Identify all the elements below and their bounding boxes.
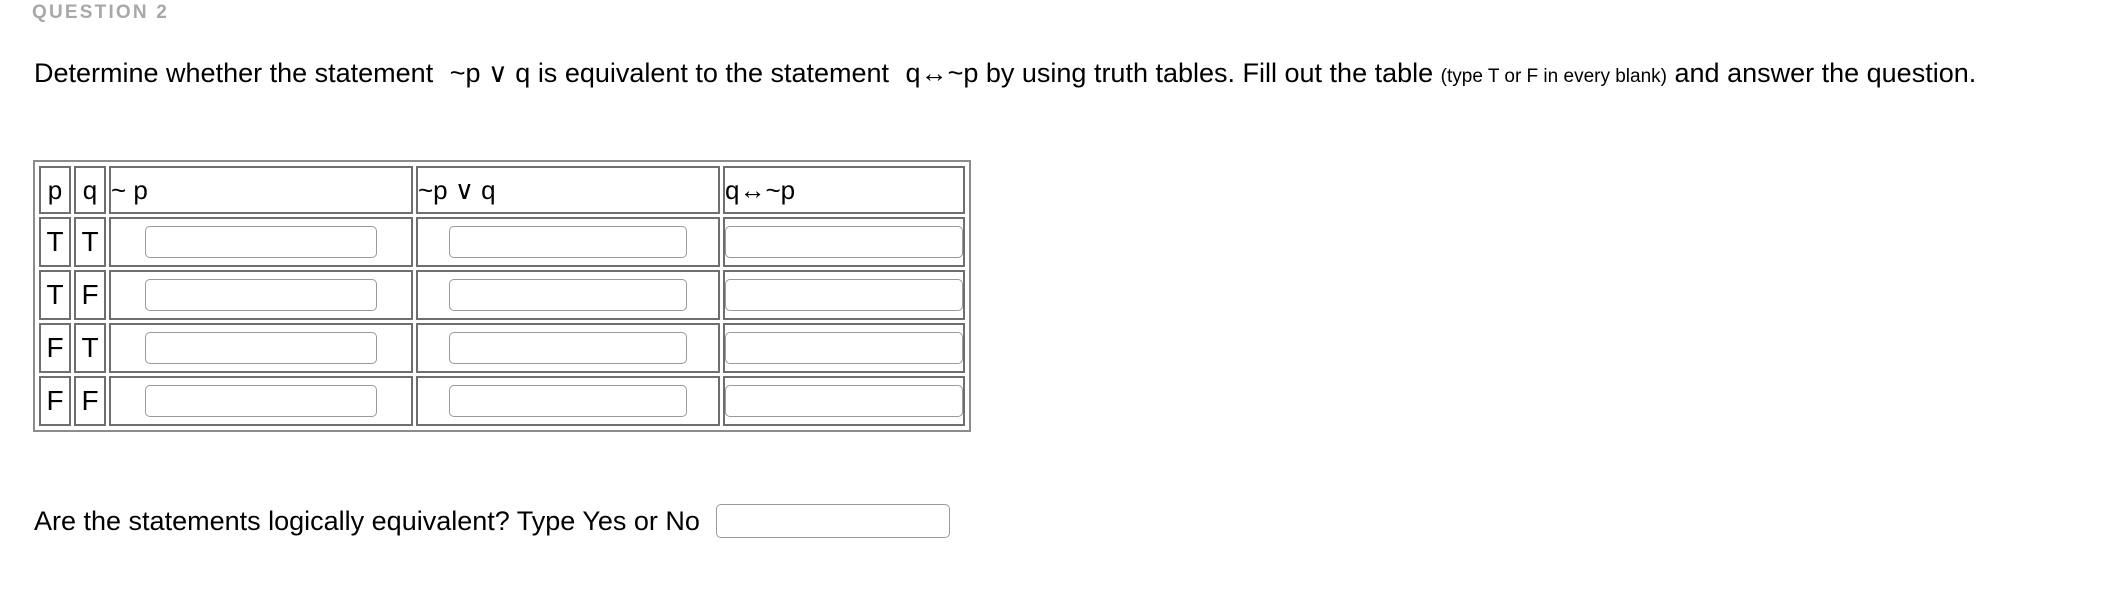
input-not-p-row-3[interactable]: [145, 332, 377, 364]
header-cell-p: p: [39, 166, 71, 214]
input-or-row-3[interactable]: [449, 332, 687, 364]
prompt-part-2: is equivalent to the statement: [537, 58, 890, 88]
truth-table-container: p q ~ p ~p ∨ q q↔~p T T: [33, 160, 971, 432]
cell-not-p-input: [109, 376, 413, 426]
cell-or-input: [416, 376, 720, 426]
prompt-expression-1: ~p ∨ q: [449, 58, 531, 88]
truth-table: p q ~ p ~p ∨ q q↔~p T T: [33, 160, 971, 432]
cell-or-input: [416, 270, 720, 320]
cell-not-p-input: [109, 270, 413, 320]
cell-p-value: T: [39, 270, 71, 320]
cell-or-input: [416, 323, 720, 373]
input-not-p-row-2[interactable]: [145, 279, 377, 311]
cell-biconditional-input: [723, 270, 965, 320]
cell-q-value: F: [74, 376, 106, 426]
input-or-row-2[interactable]: [449, 279, 687, 311]
input-not-p-row-4[interactable]: [145, 385, 377, 417]
cell-q-value: F: [74, 270, 106, 320]
header-cell-q: q: [74, 166, 106, 214]
input-or-row-1[interactable]: [449, 226, 687, 258]
final-answer-input[interactable]: [715, 504, 950, 538]
prompt-part-1: Determine whether the statement: [34, 58, 434, 88]
input-biconditional-row-1[interactable]: [725, 226, 963, 258]
header-cell-not-p: ~ p: [109, 166, 413, 214]
cell-not-p-input: [109, 323, 413, 373]
table-row: F T: [39, 323, 965, 373]
input-or-row-4[interactable]: [449, 385, 687, 417]
prompt-part-3: by using truth tables. Fill out the tabl…: [985, 58, 1434, 88]
table-row: T T: [39, 217, 965, 267]
header-cell-or: ~p ∨ q: [416, 166, 720, 214]
cell-q-value: T: [74, 323, 106, 373]
final-question-label: Are the statements logically equivalent?…: [34, 505, 700, 536]
final-question-row: Are the statements logically equivalent?…: [34, 504, 950, 538]
question-header: QUESTION 2: [32, 2, 170, 23]
prompt-part-4: and answer the question.: [1674, 58, 1977, 88]
cell-biconditional-input: [723, 376, 965, 426]
prompt-expression-2: q↔~p: [905, 58, 979, 88]
input-biconditional-row-4[interactable]: [725, 385, 963, 417]
table-row: F F: [39, 376, 965, 426]
cell-or-input: [416, 217, 720, 267]
prompt-note: (type T or F in every blank): [1440, 66, 1667, 87]
cell-q-value: T: [74, 217, 106, 267]
cell-p-value: F: [39, 323, 71, 373]
table-row: T F: [39, 270, 965, 320]
cell-biconditional-input: [723, 323, 965, 373]
input-biconditional-row-3[interactable]: [725, 332, 963, 364]
header-cell-biconditional: q↔~p: [723, 166, 965, 214]
question-prompt: Determine whether the statement ~p ∨ q i…: [34, 56, 2094, 94]
cell-p-value: F: [39, 376, 71, 426]
input-not-p-row-1[interactable]: [145, 226, 377, 258]
cell-biconditional-input: [723, 217, 965, 267]
table-header-row: p q ~ p ~p ∨ q q↔~p: [39, 166, 965, 214]
cell-not-p-input: [109, 217, 413, 267]
cell-p-value: T: [39, 217, 71, 267]
input-biconditional-row-2[interactable]: [725, 279, 963, 311]
